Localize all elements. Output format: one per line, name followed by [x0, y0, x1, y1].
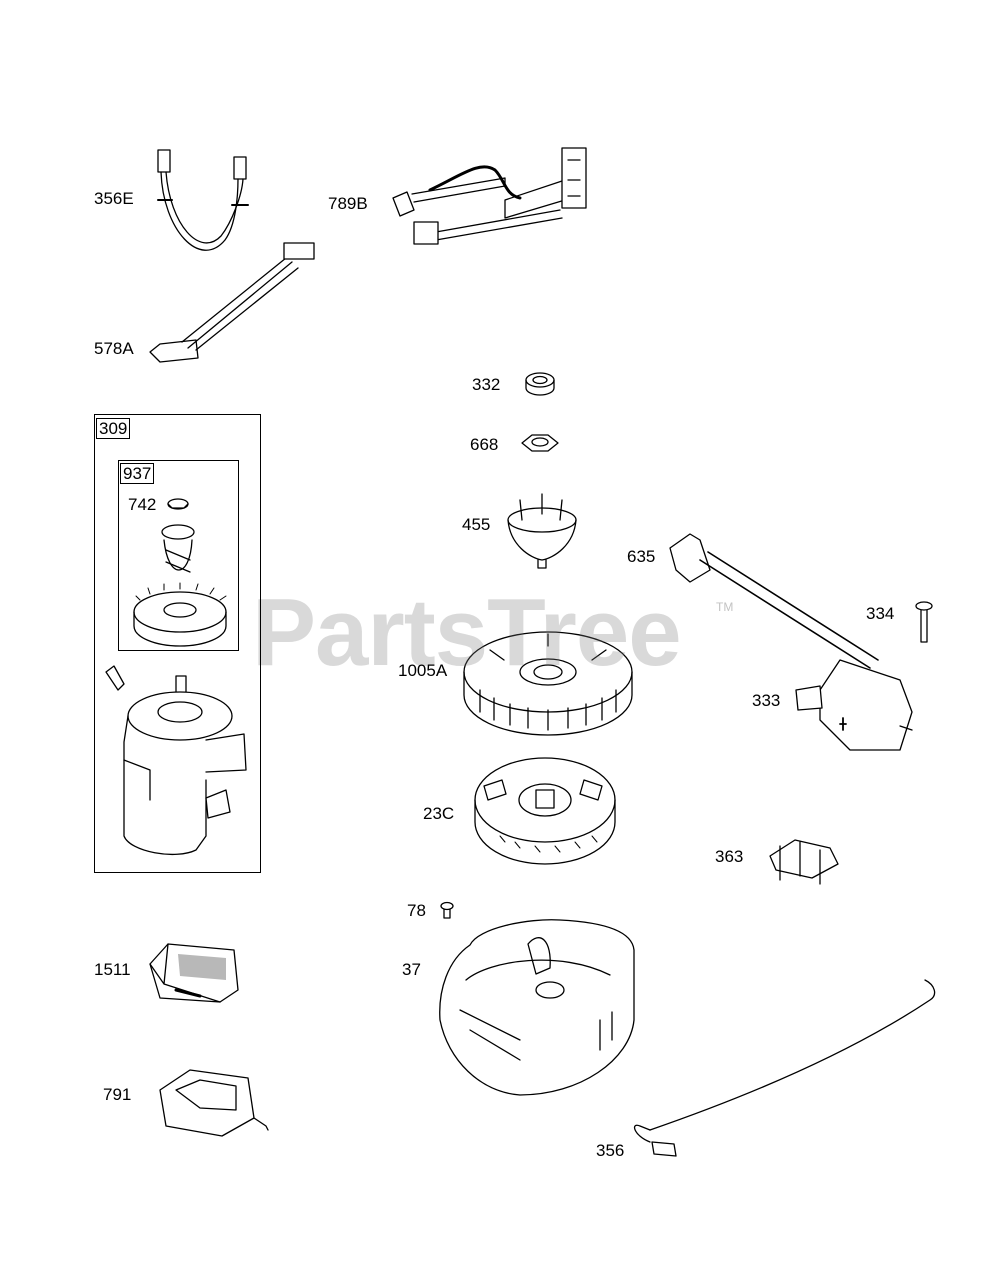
callout-23C[interactable]: 23C: [423, 804, 455, 823]
part-332-drawing[interactable]: [525, 372, 555, 396]
callout-937[interactable]: 937: [120, 463, 155, 484]
part-334-drawing[interactable]: [915, 601, 933, 643]
callout-332[interactable]: 332: [472, 375, 501, 394]
callout-789B[interactable]: 789B: [328, 194, 368, 213]
watermark: PartsTree: [252, 579, 682, 686]
callout-333[interactable]: 333: [752, 691, 781, 710]
part-356-drawing[interactable]: [633, 979, 936, 1157]
part-309-starter-drawing[interactable]: [105, 665, 247, 856]
callout-635[interactable]: 635: [627, 547, 656, 566]
part-791-drawing[interactable]: [159, 1069, 269, 1137]
part-455-drawing[interactable]: [507, 493, 577, 569]
part-363-drawing[interactable]: [769, 839, 839, 885]
part-789B-drawing[interactable]: [392, 147, 587, 245]
part-356E-drawing[interactable]: [157, 149, 249, 251]
callout-356E[interactable]: 356E: [94, 189, 134, 208]
part-333-635-drawing[interactable]: [669, 533, 913, 751]
callout-1005A[interactable]: 1005A: [398, 661, 448, 680]
callout-1511[interactable]: 1511: [94, 960, 131, 979]
part-23C-drawing[interactable]: [474, 757, 616, 865]
callout-78[interactable]: 78: [407, 901, 426, 920]
callout-668[interactable]: 668: [470, 435, 499, 454]
part-78-drawing[interactable]: [440, 901, 454, 919]
part-1005A-drawing[interactable]: [463, 631, 633, 736]
part-1511-drawing[interactable]: [149, 943, 239, 1003]
callout-334[interactable]: 334: [866, 604, 895, 623]
callout-37[interactable]: 37: [402, 960, 421, 979]
callout-578A[interactable]: 578A: [94, 339, 134, 358]
part-578A-drawing[interactable]: [149, 242, 315, 363]
callout-356[interactable]: 356: [596, 1141, 625, 1160]
callout-455[interactable]: 455: [462, 515, 491, 534]
assembly-937-frame: [118, 460, 239, 651]
callout-742[interactable]: 742: [128, 495, 157, 514]
callout-363[interactable]: 363: [715, 847, 744, 866]
assembly-309-frame: [94, 414, 261, 873]
callout-791[interactable]: 791: [103, 1085, 132, 1104]
part-668-drawing[interactable]: [521, 434, 559, 452]
watermark-trademark: TM: [716, 600, 734, 614]
part-937-gear-drawing[interactable]: [133, 498, 227, 647]
callout-309[interactable]: 309: [96, 418, 131, 439]
part-37-drawing[interactable]: [439, 919, 635, 1096]
